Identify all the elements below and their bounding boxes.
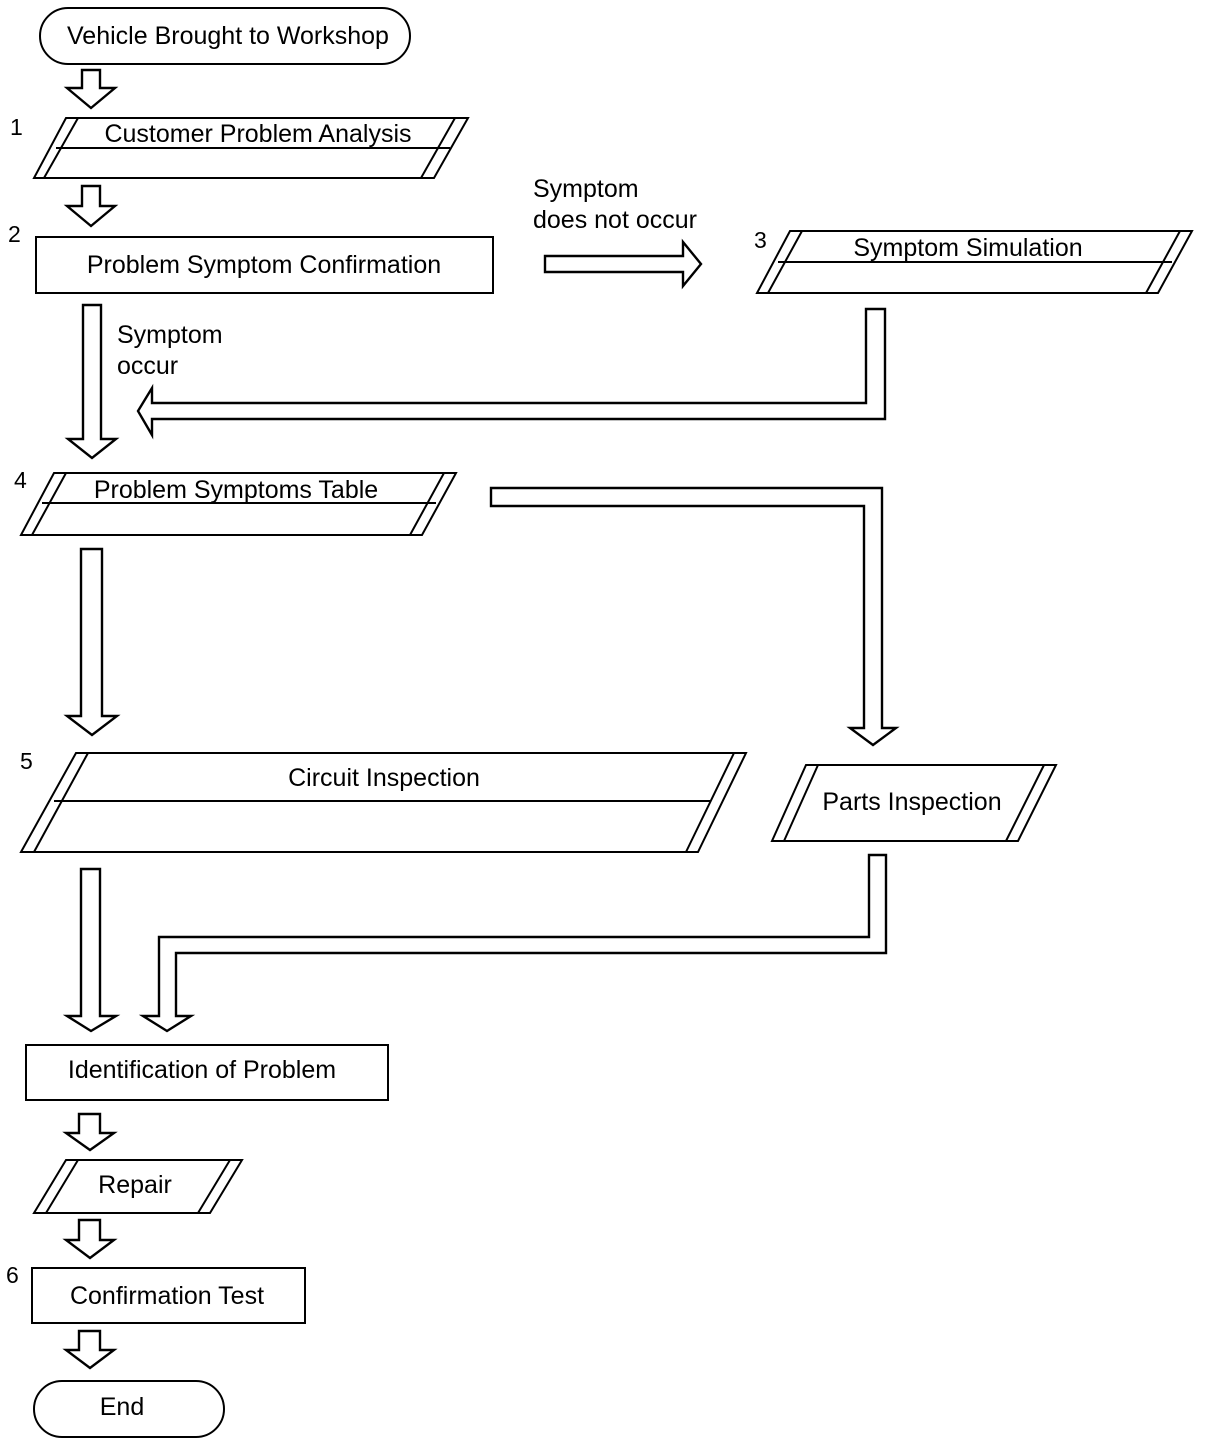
step-6-label: Confirmation Test — [70, 1282, 264, 1310]
step-5-number: 5 — [20, 748, 33, 774]
arrow-parts-to-identification — [138, 853, 888, 1033]
step-5-label: Circuit Inspection — [288, 764, 480, 792]
start-label: Vehicle Brought to Workshop — [67, 22, 389, 50]
step-2-number: 2 — [8, 221, 21, 247]
occur-label-line-2: occur — [117, 352, 178, 380]
step-1-number: 1 — [10, 114, 23, 140]
arrow-6-to-end — [62, 1329, 118, 1370]
step-6-confirmation-test: 6 Confirmation Test — [6, 1262, 306, 1324]
arrow-2-to-3 — [543, 238, 703, 290]
step-2-label: Problem Symptom Confirmation — [87, 251, 441, 279]
step-3-number: 3 — [754, 227, 767, 253]
step-4-label: Problem Symptoms Table — [94, 476, 378, 504]
step-1-customer-problem-analysis: 1 Customer Problem Analysis — [10, 114, 470, 179]
not-occur-label-line-1: Symptom — [533, 175, 639, 203]
step-6-number: 6 — [6, 1262, 19, 1288]
parts-inspection-label: Parts Inspection — [822, 788, 1001, 816]
arrow-4-to-parts — [489, 486, 900, 747]
parts-inspection-node: Parts Inspection — [770, 764, 1058, 842]
step-4-number: 4 — [14, 467, 27, 493]
start-node: Vehicle Brought to Workshop — [39, 7, 411, 65]
identification-label: Identification of Problem — [68, 1056, 336, 1084]
arrow-5-to-identification — [62, 867, 121, 1033]
arrow-1-to-2 — [63, 184, 119, 228]
arrow-4-to-5 — [63, 547, 121, 737]
arrow-repair-to-6 — [62, 1218, 118, 1260]
step-1-label: Customer Problem Analysis — [104, 120, 411, 148]
arrow-identification-to-repair — [62, 1112, 118, 1152]
step-3-symptom-simulation: 3 Symptom Simulation — [754, 227, 1194, 294]
arrow-start-to-1 — [63, 68, 119, 110]
arrow-2-to-4 — [64, 303, 120, 460]
step-5-circuit-inspection: 5 Circuit Inspection — [19, 748, 748, 853]
step-4-problem-symptoms-table: 4 Problem Symptoms Table — [14, 467, 458, 536]
identification-node: Identification of Problem — [25, 1044, 389, 1101]
not-occur-label-line-2: does not occur — [533, 206, 697, 234]
arrow-3-to-4 — [136, 307, 887, 440]
repair-label: Repair — [98, 1171, 172, 1199]
step-3-label: Symptom Simulation — [853, 234, 1082, 262]
repair-node: Repair — [32, 1159, 244, 1214]
occur-label-line-1: Symptom — [117, 321, 223, 349]
step-2-problem-symptom-confirmation: 2 Problem Symptom Confirmation — [8, 221, 494, 294]
end-label: End — [100, 1393, 144, 1421]
end-node: End — [33, 1380, 225, 1438]
